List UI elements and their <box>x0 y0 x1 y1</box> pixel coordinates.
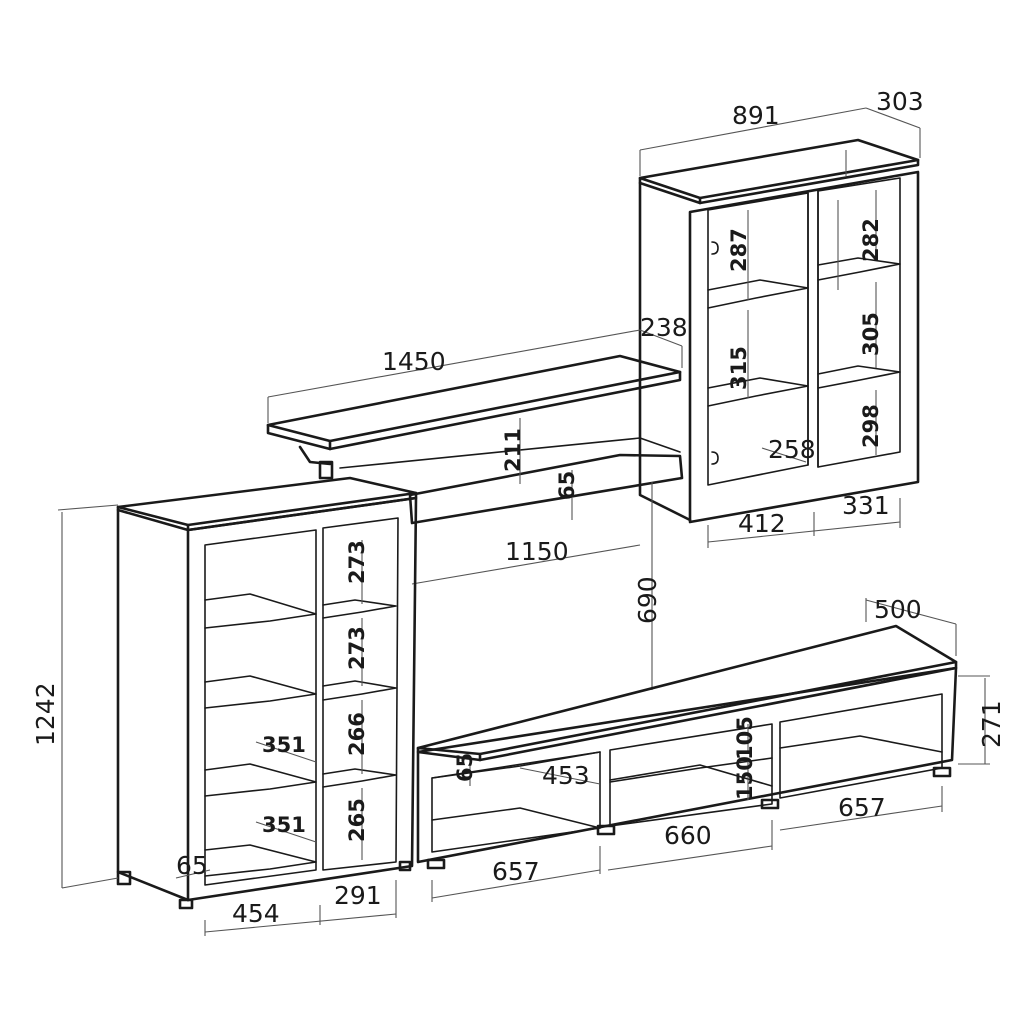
dim-tv-middle-upper: 105 <box>733 716 757 760</box>
dim-wall-cabinet-right-1: 282 <box>859 218 883 262</box>
dim-tv-depth: 500 <box>874 595 922 624</box>
wall-shelf-lower-board <box>408 453 684 525</box>
dim-wall-shelf-width: 1450 <box>382 347 446 376</box>
dim-wall-cabinet-width: 891 <box>732 101 780 130</box>
wall-cabinet-left-side <box>638 181 692 522</box>
dim-wall-cabinet-right-2: 305 <box>859 312 883 356</box>
dim-bookcase-comp-3: 266 <box>345 712 369 756</box>
dim-tv-middle-lower: 150 <box>733 756 757 800</box>
dim-wall-cabinet-shelf-1: 287 <box>727 228 751 272</box>
dim-wall-cabinet-shelf-2: 315 <box>727 346 751 390</box>
dim-wall-shelf-gap: 211 <box>501 428 525 472</box>
tv-stand-top <box>416 624 958 756</box>
dim-bookcase-comp-2: 273 <box>345 626 369 670</box>
tv-stand-front <box>416 666 958 864</box>
dim-wall-cabinet-right-width: 331 <box>842 491 890 520</box>
wall-shelf <box>266 354 684 525</box>
bookcase <box>116 476 418 910</box>
bookcase-front <box>186 496 418 902</box>
dim-wall-cabinet-right-3: 298 <box>859 404 883 448</box>
dim-mount-height: 690 <box>633 576 662 624</box>
tv-stand <box>416 624 958 870</box>
dim-bookcase-height: 1242 <box>31 682 60 746</box>
bookcase-left-side <box>116 508 190 902</box>
dim-tv-left-width: 657 <box>492 857 540 886</box>
dim-bookcase-depth-1: 351 <box>262 733 306 757</box>
dim-wall-shelf-depth: 238 <box>640 313 688 342</box>
dim-tv-inner-depth: 453 <box>542 761 590 790</box>
wall-cabinet-front <box>688 170 920 524</box>
dim-tv-middle-width: 660 <box>664 821 712 850</box>
dim-bookcase-comp-4: 265 <box>345 798 369 842</box>
dim-bookcase-right-width: 291 <box>334 881 382 910</box>
wall-cabinet <box>638 138 920 524</box>
dim-tv-right-width: 657 <box>838 793 886 822</box>
wall-shelf-bracket <box>318 460 334 480</box>
dim-bookcase-depth-2: 351 <box>262 813 306 837</box>
dim-wall-cabinet-inner-depth: 258 <box>768 435 816 464</box>
wall-shelf-top-board <box>266 354 682 443</box>
dim-wall-cabinet-left-width: 412 <box>738 509 786 538</box>
dim-wall-shelf-thickness: 65 <box>555 471 579 500</box>
dim-tv-height: 271 <box>977 700 1006 748</box>
dim-tv-plinth: 65 <box>453 753 477 782</box>
dim-bookcase-comp-1: 273 <box>345 540 369 584</box>
dim-bookcase-left-width: 454 <box>232 899 280 928</box>
dim-wall-shelf-inner-width: 1150 <box>505 537 569 566</box>
dim-wall-cabinet-depth: 303 <box>876 87 924 116</box>
dim-bookcase-plinth: 65 <box>176 851 208 880</box>
